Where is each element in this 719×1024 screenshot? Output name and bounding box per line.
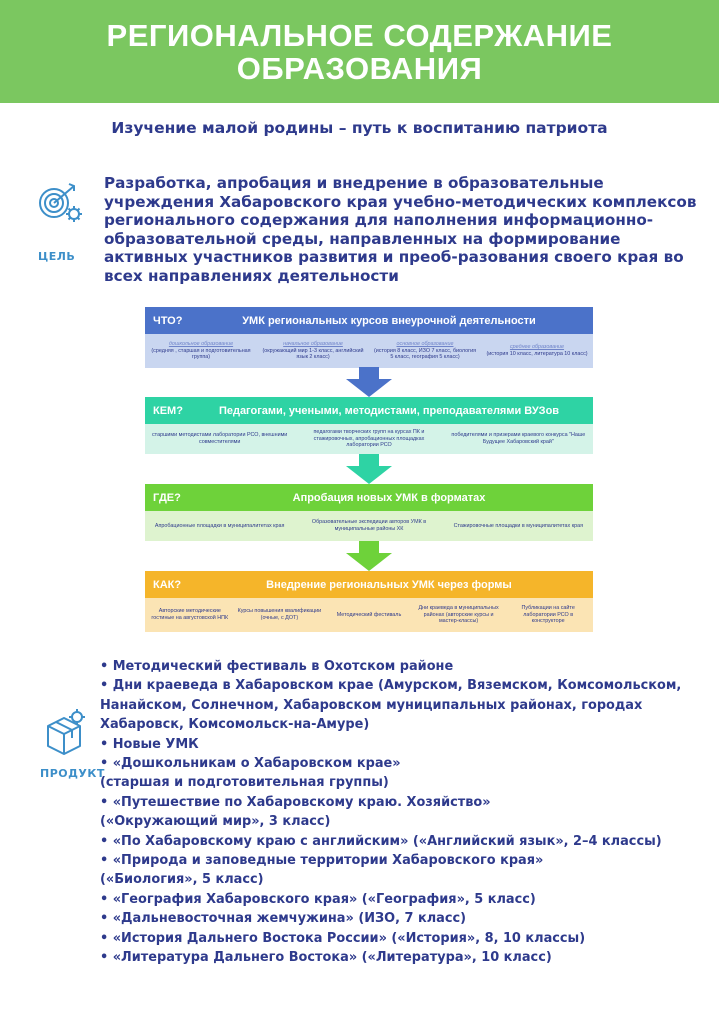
box-gear-icon — [44, 708, 90, 758]
step-what-key: ЧТО? — [153, 314, 183, 327]
step-where: ГДЕ? Апробация новых УМК в форматах Апро… — [145, 484, 593, 541]
step-who: КЕМ? Педагогами, учеными, методистами, п… — [145, 397, 593, 454]
page-subtitle: Изучение малой родины – путь к воспитани… — [111, 119, 608, 137]
down-arrow-icon — [346, 541, 392, 571]
down-arrow-icon — [346, 454, 392, 484]
step-who-title: Педагогами, учеными, методистами, препод… — [218, 404, 560, 417]
step-who-cell: победителями и призерами краевого конкур… — [451, 432, 586, 445]
step-how-cell: Методический фестиваль — [336, 611, 402, 618]
list-item: • «Путешествие по Хабаровскому краю. Хоз… — [100, 794, 491, 830]
list-item: • «Дошкольникам о Хабаровском крае» (ста… — [100, 756, 401, 791]
step-who-cell: старшими методистами лаборатории РСО, вн… — [151, 432, 288, 445]
step-who-cells: старшими методистами лаборатории РСО, вн… — [145, 424, 593, 454]
step-how-title: Внедрение региональных УМК через формы — [266, 578, 512, 591]
list-item: • «Литература Дальнего Востока» («Литера… — [100, 950, 552, 966]
list-item: • Новые УМК — [100, 736, 199, 752]
step-how-cell: Публикации на сайте лаборатории РСО в ко… — [521, 605, 575, 625]
step-how-key: КАК? — [153, 578, 182, 591]
step-what-cell: дошкольное образование (средняя , старша… — [151, 341, 251, 361]
step-what-header: ЧТО? УМК региональных курсов внеурочной … — [145, 307, 593, 334]
list-item: • «По Хабаровскому краю с английским» («… — [100, 833, 662, 849]
page-title-line1: РЕГИОНАЛЬНОЕ СОДЕРЖАНИЕ — [106, 17, 613, 53]
step-what-cell: среднее образование (история 10 класс, л… — [486, 344, 588, 357]
step-where-cell: Образовательные экспедиции авторов УМК в… — [311, 519, 427, 532]
list-item: • «Природа и заповедные территории Хабар… — [100, 853, 544, 888]
step-where-key: ГДЕ? — [153, 491, 181, 504]
step-what-cell: основное образование (история 8 класс, И… — [373, 341, 477, 361]
step-how: КАК? Внедрение региональных УМК через фо… — [145, 571, 593, 632]
step-what-cells: дошкольное образование (средняя , старша… — [145, 334, 593, 368]
step-how-cell: Дни краеведа в муниципальных районах (ав… — [418, 605, 499, 625]
down-arrow-icon — [346, 367, 392, 397]
step-where-title: Апробация новых УМК в форматах — [292, 491, 486, 504]
step-where-cells: Апробационные площадки в муниципалитетах… — [145, 511, 593, 541]
target-gear-icon — [34, 178, 84, 228]
step-who-header: КЕМ? Педагогами, учеными, методистами, п… — [145, 397, 593, 424]
step-how-cells: Авторские методические гостиные на авгус… — [145, 598, 593, 632]
title-banner: РЕГИОНАЛЬНОЕ СОДЕРЖАНИЕ ОБРАЗОВАНИЯ — [0, 0, 719, 103]
step-where-cell: Стажировочные площадки в муниципалитетах… — [453, 522, 584, 529]
list-item: • Дни краеведа в Хабаровском крае (Амурс… — [100, 678, 682, 733]
list-item: • «География Хабаровского края» («Геогра… — [100, 891, 536, 907]
list-item: • «История Дальнего Востока России» («Ис… — [100, 930, 586, 946]
step-what: ЧТО? УМК региональных курсов внеурочной … — [145, 307, 593, 368]
list-item: • Методический фестиваль в Охотском райо… — [100, 659, 454, 674]
goal-label: ЦЕЛЬ — [38, 250, 76, 263]
step-who-key: КЕМ? — [153, 404, 183, 417]
goal-text: Разработка, апробация и внедрение в обра… — [104, 174, 697, 285]
step-how-cell: Авторские методические гостиные на авгус… — [151, 608, 229, 621]
page-title-line2: ОБРАЗОВАНИЯ — [236, 50, 483, 86]
product-label: ПРОДУКТ — [40, 767, 105, 780]
step-where-header: ГДЕ? Апробация новых УМК в форматах — [145, 484, 593, 511]
step-what-cell: начальное образование (окружающий мир 1-… — [262, 341, 364, 361]
product-list: • Методический фестиваль в Охотском райо… — [100, 657, 710, 968]
step-how-cell: Курсы повышения квалификации (очные, с Д… — [237, 608, 322, 621]
step-what-title: УМК региональных курсов внеурочной деяте… — [242, 314, 536, 327]
step-how-header: КАК? Внедрение региональных УМК через фо… — [145, 571, 593, 598]
list-item: • «Дальневосточная жемчужина» (ИЗО, 7 кл… — [100, 911, 467, 927]
step-where-cell: Апробационные площадки в муниципалитетах… — [154, 522, 285, 529]
step-who-cell: педагогами творческих групп на курсах ПК… — [313, 429, 425, 449]
